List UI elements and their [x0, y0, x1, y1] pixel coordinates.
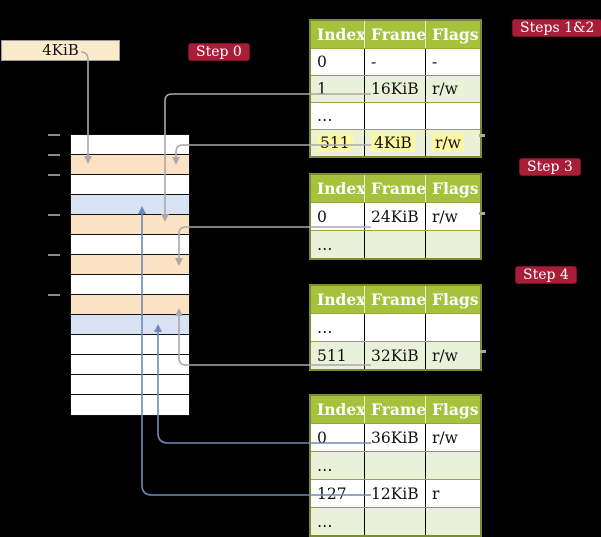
- badge-step-3: Step 3: [519, 158, 581, 176]
- column-header-index: Index: [311, 286, 365, 313]
- table-cell: r/w: [432, 428, 458, 447]
- memory-frame-row-40KiB: [71, 335, 189, 355]
- column-header-frame: Frame: [365, 396, 426, 423]
- table-cell: r/w: [426, 130, 480, 156]
- table-cell: …: [311, 103, 365, 129]
- memory-offset-tick: [48, 174, 60, 176]
- column-header-frame: Frame: [365, 286, 426, 313]
- table-cell: 511: [311, 130, 365, 156]
- table-cell: 36KiB: [365, 424, 426, 451]
- column-header-frame: Frame: [365, 175, 426, 202]
- memory-frame-row-8KiB: [71, 175, 189, 195]
- memory-frame-row-28KiB: [71, 275, 189, 295]
- table-row: …: [311, 230, 480, 258]
- table-cell: 0: [311, 49, 365, 75]
- column-header-index: Index: [311, 175, 365, 202]
- memory-offset-tick: [48, 294, 60, 296]
- table-cell: [426, 508, 480, 535]
- column-header-flags: Flags: [432, 400, 479, 419]
- table-cell: …: [311, 508, 365, 535]
- table-cell: …: [311, 314, 365, 341]
- table-cell: 12KiB: [365, 480, 426, 507]
- table-cell: [365, 508, 426, 535]
- table-cell: [365, 103, 426, 129]
- memory-frame-row-20KiB: [71, 235, 189, 255]
- memory-offset-tick: [48, 134, 60, 136]
- memory-frame-row-48KiB: [71, 375, 189, 395]
- table-cell: r/w: [432, 207, 458, 226]
- memory-frame-row-32KiB: [71, 295, 189, 315]
- table-cell: -: [432, 53, 438, 71]
- column-header-frame: Frame: [365, 21, 426, 48]
- memory-frame-row-12KiB: [71, 195, 189, 215]
- table-cell: 16KiB: [365, 76, 426, 102]
- column-header-flags: Flags: [432, 290, 479, 309]
- memory-frame-row-16KiB: [71, 215, 189, 235]
- table-cell: 0: [311, 424, 365, 451]
- badge-step-4: Step 4: [515, 266, 577, 284]
- table-cell: 4KiB: [365, 130, 426, 156]
- memory-offset-tick: [48, 214, 60, 216]
- memory-offset-tick: [48, 254, 60, 256]
- table-cell: r/w: [432, 346, 458, 365]
- memory-frame-row-52KiB: [71, 395, 189, 415]
- table-cell: [426, 314, 480, 341]
- badge-steps-1-2: Steps 1&2: [512, 19, 601, 37]
- table-cell: -: [365, 49, 426, 75]
- table-cell: [365, 314, 426, 341]
- frame-size-label: 4KiB: [1, 40, 120, 61]
- table-cell: 32KiB: [365, 342, 426, 369]
- table-cell: 127: [311, 480, 365, 507]
- column-header-flags: Flags: [432, 179, 479, 198]
- table-row: …: [311, 507, 480, 535]
- memory-frame-row-36KiB: [71, 315, 189, 335]
- table-cell: …: [311, 452, 365, 479]
- column-header-flags: Flags: [432, 25, 479, 44]
- memory-frame-row-44KiB: [71, 355, 189, 375]
- table-row: …: [311, 102, 480, 129]
- table-cell: [426, 452, 480, 479]
- table-cell: [365, 231, 426, 258]
- table-cell: r/w: [432, 80, 458, 98]
- memory-frame-row-4KiB: [71, 155, 189, 175]
- table-cell: 511: [311, 342, 365, 369]
- table-cell: …: [311, 231, 365, 258]
- column-header-index: Index: [311, 21, 365, 48]
- table-cell: 24KiB: [365, 203, 426, 230]
- memory-offset-tick: [48, 154, 60, 156]
- table-row: …: [311, 313, 480, 341]
- physical-memory-column: [70, 134, 190, 416]
- badge-step-0: Step 0: [188, 43, 250, 61]
- table-cell: [426, 231, 480, 258]
- memory-frame-row-24KiB: [71, 255, 189, 275]
- memory-frame-row-0KiB: [71, 135, 189, 155]
- table-cell: 0: [311, 203, 365, 230]
- table-cell: r: [432, 484, 440, 503]
- table-cell: [426, 103, 480, 129]
- table-row: …: [311, 451, 480, 479]
- column-header-index: Index: [311, 396, 365, 423]
- table-row: 0--: [311, 48, 480, 75]
- table-cell: 1: [311, 76, 365, 102]
- table-cell: [365, 452, 426, 479]
